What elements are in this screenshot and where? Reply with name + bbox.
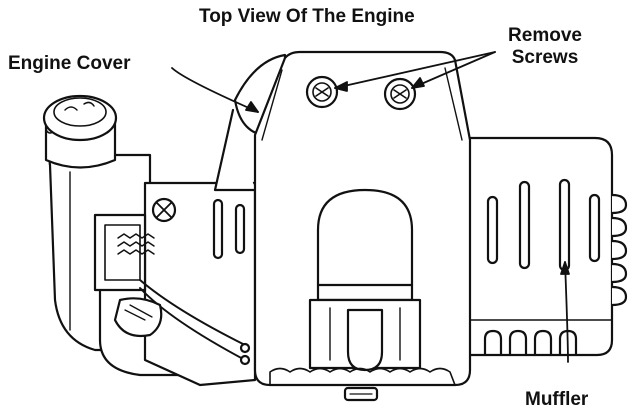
remove-screws-label-line1: Remove [508,25,582,46]
diagram-title: Top View Of The Engine [199,6,415,27]
screw-right [383,77,417,111]
engine-cover-label: Engine Cover [8,53,131,74]
screws-arrows [334,51,496,92]
engine-left-body [48,153,257,387]
muffler-label: Muffler [525,389,589,410]
engine-cover-arrow [171,67,259,113]
muffler [466,136,628,357]
engine-cover [253,50,472,402]
fuel-cap [42,94,118,169]
screw-left [305,75,339,109]
muffler-arrow [560,261,570,363]
remove-screws-label-line2: Screws [511,47,579,68]
